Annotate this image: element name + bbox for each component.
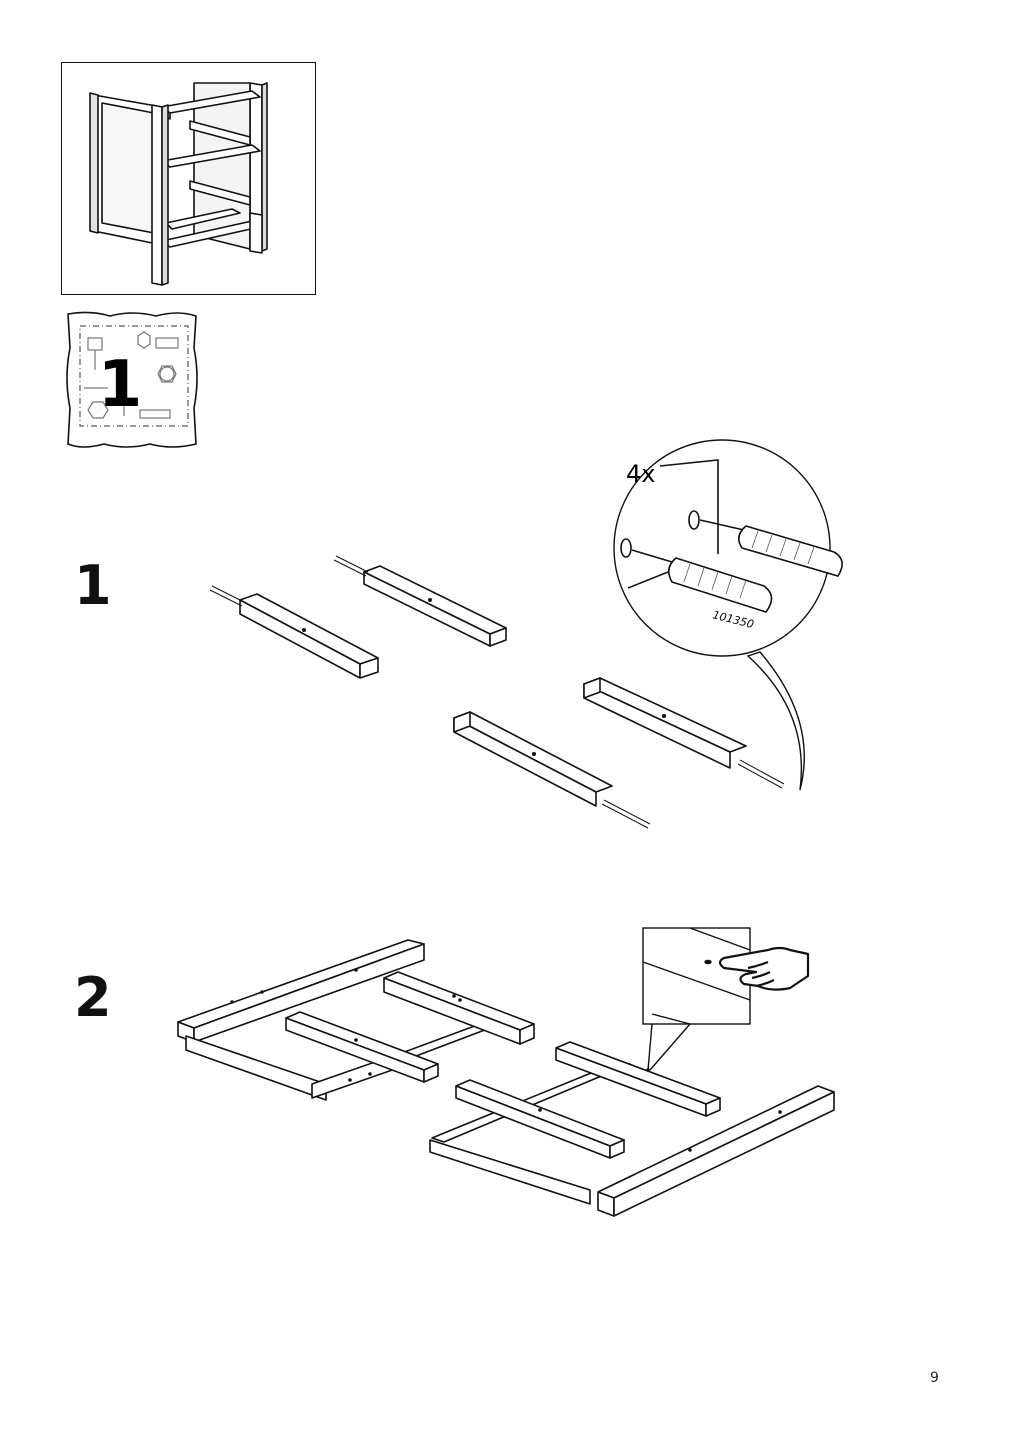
hardware-bag-icon: 1 <box>60 308 202 452</box>
step-1-number: 1 <box>74 554 112 617</box>
quantity-label: 4x <box>626 460 655 488</box>
page-number: 9 <box>930 1370 939 1386</box>
step-2-number: 2 <box>74 966 112 1029</box>
cabinet-frame-overview <box>89 82 268 286</box>
hardware-bag-number: 1 <box>98 348 143 422</box>
pointing-hand-icon <box>718 946 810 991</box>
overview-panel <box>61 62 316 295</box>
wooden-dowel-icon <box>668 525 843 613</box>
